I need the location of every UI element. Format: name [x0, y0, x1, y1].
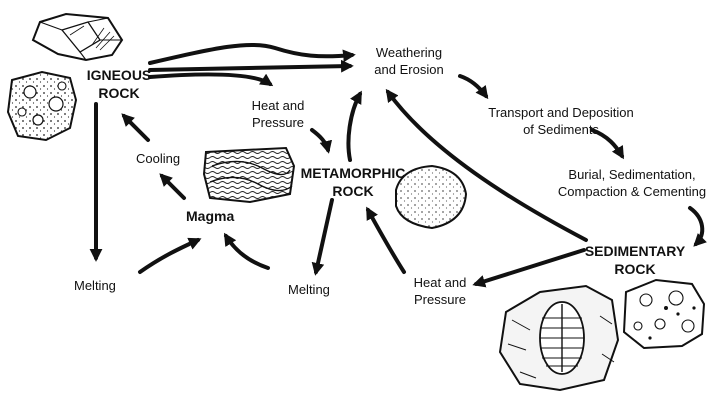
trilobite-fossil-icon	[500, 286, 618, 390]
igneous-rock-label-line2: ROCK	[84, 84, 154, 102]
burial-label-line2: Compaction & Cementing	[556, 183, 708, 200]
arrow-melting-mid-to-magma	[226, 236, 268, 268]
arrow-igneous-to-weathering	[150, 45, 352, 63]
arrow-weathering-to-transport	[460, 76, 486, 96]
transport-label-line2: of Sediments	[476, 121, 646, 138]
arrow-igneous-to-weathering-2	[150, 66, 350, 70]
sedimentary-rock-label: SEDIMENTARY ROCK	[580, 242, 690, 278]
transport-deposition-label: Transport and Deposition of Sediments	[476, 104, 646, 138]
metamorphic-foliated-rock-icon	[204, 148, 294, 202]
magma-label: Magma	[186, 207, 234, 225]
burial-label: Burial, Sedimentation, Compaction & Ceme…	[556, 166, 708, 200]
transport-label-line1: Transport and Deposition	[476, 104, 646, 121]
weathering-label-line2: and Erosion	[364, 61, 454, 78]
heat-pressure-bottom-line1: Heat and	[398, 274, 482, 291]
sedimentary-rock-label-line2: ROCK	[580, 260, 690, 278]
metamorphic-rock-label-line2: ROCK	[298, 182, 408, 200]
arrow-cooling-to-igneous	[124, 116, 148, 140]
heat-pressure-bottom-line2: Pressure	[398, 291, 482, 308]
igneous-rock-label-line1: IGNEOUS	[84, 66, 154, 84]
cooling-label: Cooling	[136, 150, 180, 167]
arrow-heat-pressure-to-metamorphic-2	[368, 210, 404, 272]
heat-pressure-bottom-label: Heat and Pressure	[398, 274, 482, 308]
igneous-rock-label: IGNEOUS ROCK	[84, 66, 154, 102]
conglomerate-rock-icon	[624, 280, 704, 348]
igneous-crystal-icon	[33, 14, 122, 60]
arrow-melting-left-to-magma	[140, 240, 198, 272]
heat-pressure-top-label: Heat and Pressure	[236, 97, 320, 131]
arrow-igneous-to-heat-pressure	[150, 74, 270, 84]
weathering-label-line1: Weathering	[364, 44, 454, 61]
arrow-metamorphic-to-melting	[316, 200, 332, 272]
heat-pressure-top-line1: Heat and	[236, 97, 320, 114]
igneous-porphyry-icon	[8, 72, 76, 140]
melting-mid-label: Melting	[288, 281, 330, 298]
heat-pressure-top-line2: Pressure	[236, 114, 320, 131]
burial-label-line1: Burial, Sedimentation,	[556, 166, 708, 183]
weathering-erosion-label: Weathering and Erosion	[364, 44, 454, 78]
metamorphic-rock-label: METAMORPHIC ROCK	[298, 164, 408, 200]
arrow-burial-to-sedimentary	[690, 208, 702, 244]
metamorphic-rock-label-line1: METAMORPHIC	[298, 164, 408, 182]
melting-left-label: Melting	[74, 277, 116, 294]
arrow-sedimentary-to-heat-pressure	[476, 250, 584, 284]
arrow-heat-pressure-to-metamorphic	[312, 130, 328, 150]
arrow-metamorphic-to-weathering	[348, 94, 360, 160]
arrow-magma-to-cooling	[162, 176, 184, 198]
sedimentary-rock-label-line1: SEDIMENTARY	[580, 242, 690, 260]
